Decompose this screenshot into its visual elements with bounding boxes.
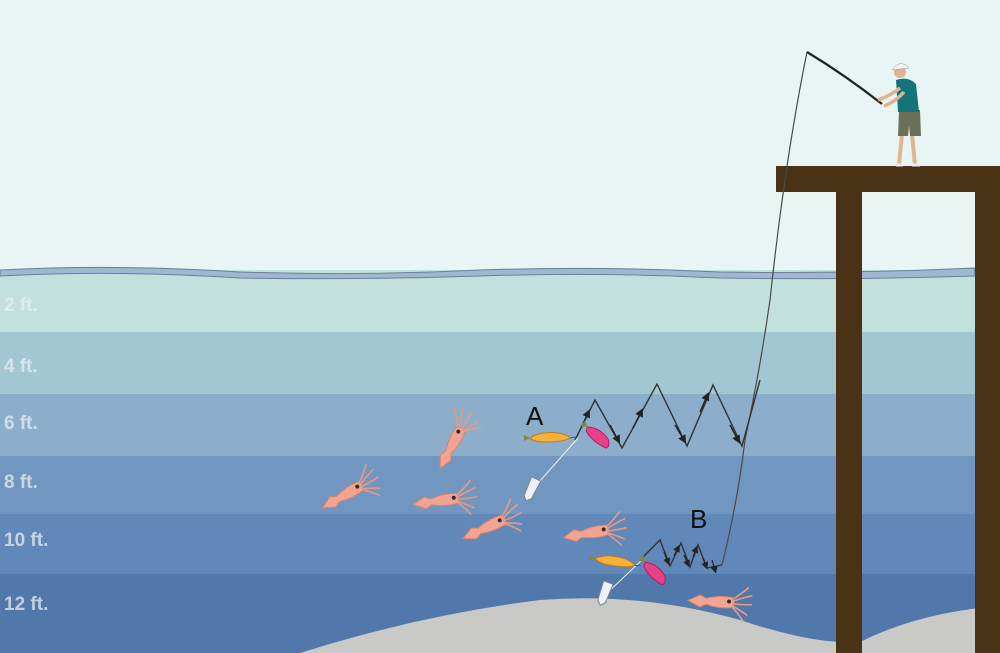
marker-b: B: [690, 504, 707, 534]
depth-label-6ft: 6 ft.: [4, 413, 38, 434]
marker-a: A: [526, 401, 544, 431]
depth-label-12ft: 12 ft.: [4, 594, 48, 615]
fishing-line: [721, 51, 808, 566]
fisherman-icon: [806, 51, 921, 167]
jig-path-a-arrows: [580, 392, 740, 444]
pier-icon: [776, 166, 1000, 653]
depth-label-10ft: 10 ft.: [4, 530, 48, 551]
seabed: [300, 598, 1000, 653]
depth-label-4ft: 4 ft.: [4, 356, 38, 377]
sky: [0, 0, 1000, 270]
depth-label-8ft: 8 ft.: [4, 472, 38, 493]
depth-label-2ft: 2 ft.: [4, 295, 38, 316]
water: [0, 270, 1000, 653]
depth-scale: 2 ft. 4 ft. 6 ft. 8 ft. 10 ft. 12 ft.: [4, 295, 48, 615]
jig-path-b-arrows: [663, 544, 718, 574]
